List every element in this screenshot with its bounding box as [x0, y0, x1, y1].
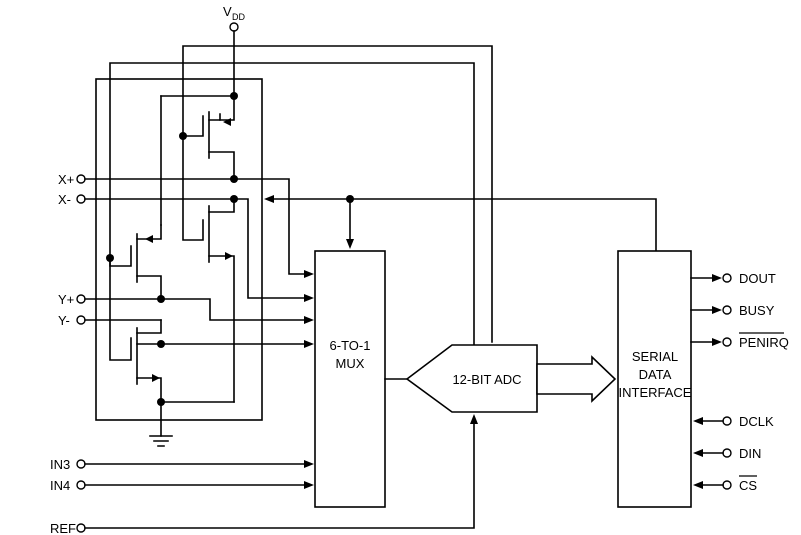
serial-data-interface-block — [617, 250, 692, 508]
arrow-x-plus-mux — [304, 270, 314, 278]
y-minus-input: Y- — [58, 313, 86, 328]
junction-x-plus — [230, 175, 238, 183]
wire-adc-to-top-switch — [182, 45, 493, 343]
dout-output: DOUT — [690, 271, 776, 286]
arrow-y-minus-mux — [304, 340, 314, 348]
wire-x-minus-to-mux — [233, 198, 309, 299]
dclk-label: DCLK — [739, 414, 774, 429]
junction-vdd — [230, 92, 238, 100]
mux-label-line1: 6-TO-1 — [330, 338, 371, 353]
in4-input: IN4 — [50, 478, 86, 493]
wire-y-plus — [84, 298, 309, 321]
in3-input: IN3 — [50, 457, 86, 472]
wire-adc-to-left-switch — [109, 62, 475, 353]
adc-label: 12-BIT ADC — [452, 372, 521, 387]
sdi-label-line2: DATA — [639, 367, 672, 382]
junction-y-minus — [157, 340, 165, 348]
sdi-label-line3: INTERFACE — [619, 385, 692, 400]
busy-output: BUSY — [690, 303, 775, 318]
y-plus-label: Y+ — [58, 292, 74, 307]
cs-input: CS — [693, 475, 757, 493]
vdd-terminal: V DD — [223, 4, 245, 32]
din-label: DIN — [739, 446, 761, 461]
ground-icon — [149, 435, 173, 447]
sdi-label-line1: SERIAL — [632, 349, 678, 364]
arrow-y-plus-mux — [304, 316, 314, 324]
y-minus-label: Y- — [58, 313, 70, 328]
arrow-x-minus-mux — [304, 294, 314, 302]
penirq-label: PENIRQ — [739, 335, 789, 350]
switch-matrix-box — [95, 78, 263, 421]
transistor-left — [109, 224, 162, 300]
vdd-label: V — [223, 4, 232, 19]
wire-ref — [84, 423, 475, 529]
transistor-bottom — [109, 257, 309, 437]
din-input: DIN — [693, 446, 761, 461]
x-minus-input: X- — [58, 192, 86, 207]
ref-label: REF — [50, 521, 76, 535]
x-plus-input: X+ — [58, 172, 86, 187]
transistor-middle — [182, 135, 235, 403]
ref-input: REF — [50, 521, 86, 535]
dclk-input: DCLK — [693, 414, 774, 429]
x-plus-label: X+ — [58, 172, 74, 187]
wire-sdi-feedback — [271, 198, 657, 251]
penirq-output: PENIRQ — [690, 332, 789, 350]
in4-label: IN4 — [50, 478, 70, 493]
cs-label: CS — [739, 478, 757, 493]
wire-x-plus — [84, 178, 309, 275]
busy-label: BUSY — [739, 303, 775, 318]
arrow-feedback — [264, 195, 274, 203]
arrow-in4-mux — [304, 481, 314, 489]
x-minus-label: X- — [58, 192, 71, 207]
mux-label-line2: MUX — [336, 356, 365, 371]
dout-label: DOUT — [739, 271, 776, 286]
y-plus-input: Y+ — [58, 292, 86, 307]
transistor-top — [160, 95, 235, 226]
bus-arrow-adc-to-sdi — [536, 355, 617, 403]
junction-y-plus — [157, 295, 165, 303]
vdd-subscript: DD — [232, 12, 245, 22]
arrow-in3-mux — [304, 460, 314, 468]
arrow-feedback-mux — [346, 239, 354, 249]
mux-block — [314, 250, 386, 508]
arrow-ref-adc — [470, 414, 478, 424]
in3-label: IN3 — [50, 457, 70, 472]
